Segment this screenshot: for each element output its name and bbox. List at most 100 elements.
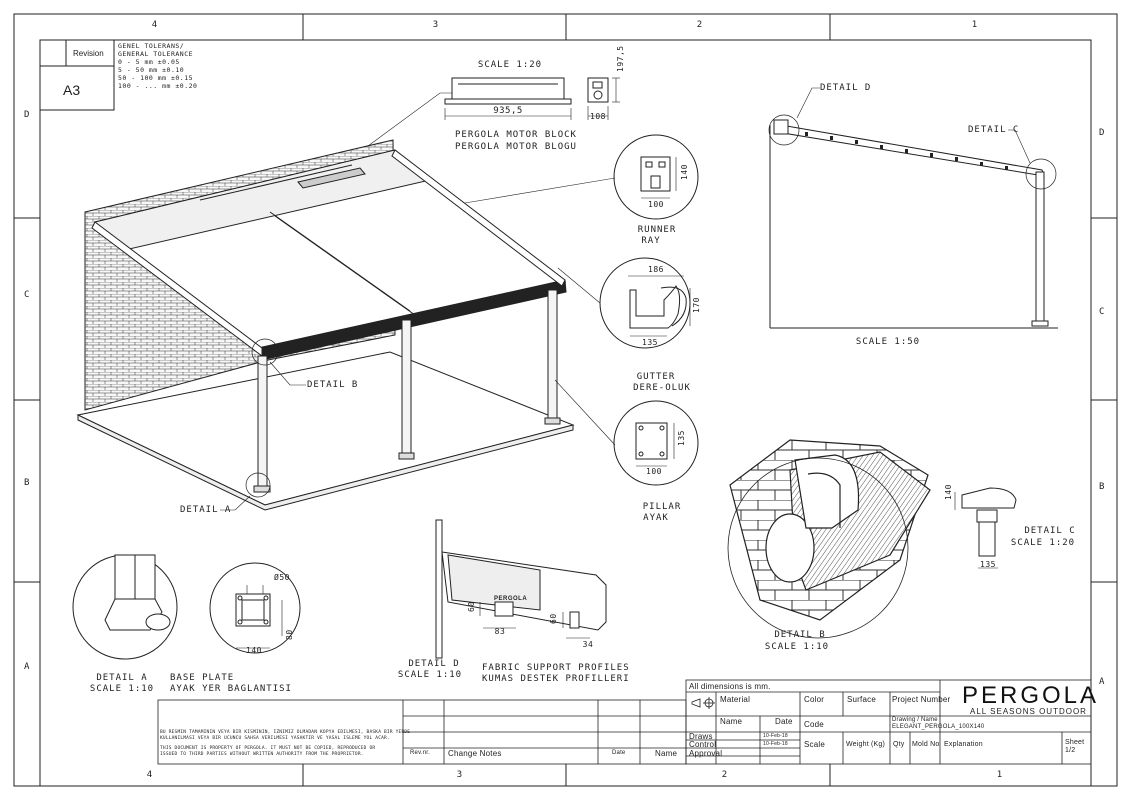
project-number-label: Project Number [892,695,951,704]
control-date: 10-Feb-18 [763,741,788,747]
gutter-height-dimension: 170 [692,297,701,313]
sheet-label: Sheet [1065,739,1085,746]
detail-d-brand-label: PERGOLA [494,596,528,602]
gutter-caption-en: GUTTER [636,372,676,382]
row-label-right-d: D [1099,128,1106,138]
column-label-top-2: 2 [696,20,704,30]
pergola-logo-subtitle: ALL SEASONS OUTDOOR [970,707,1087,716]
notes-name-label: Name [655,749,678,758]
row-label-right-a: A [1099,677,1106,687]
tolerance-line: 5 - 50 mm ±0.10 [118,66,185,74]
motor-block-caption-tr: PERGOLA MOTOR BLOGU [455,142,577,152]
row-label-left-a: A [24,662,31,672]
runner-caption-tr: RAY [641,236,661,246]
motor-block-length-dimension: 935,5 [493,106,523,116]
code-label: Code [804,720,824,729]
detail-d-scale: SCALE 1:10 [397,670,463,680]
motor-block-scale: SCALE 1:20 [477,60,543,70]
drawing-name-label: Drawing / Name [892,717,938,723]
draws-label: Draws [689,732,713,741]
row-label-left-c: C [24,290,31,300]
detail-d-dimension-60-left: 60 [467,601,476,612]
revision-number-label: Rev.nr. [410,750,430,756]
detail-b-title: DETAIL B [774,630,826,640]
detail-d-dimension-34: 34 [582,640,594,649]
main-view-detail-b-label: DETAIL B [307,380,359,390]
motor-block-width-dimension: 108 [590,112,606,121]
detail-b-scale: SCALE 1:10 [764,642,830,652]
tolerance-line: 100 - ... mm ±0.20 [118,82,198,90]
legal-notice-en-line-1: THIS DOCUMENT IS PROPERTY OF PERGOLA. IT… [160,746,376,751]
tolerance-line: 0 - 5 mm ±0.05 [118,58,180,66]
detail-a-diameter-dimension: Ø50 [274,573,290,582]
column-label-top-3: 3 [432,20,440,30]
detail-a-caption-en: BASE PLATE [170,673,235,683]
legal-notice-tr-line-2: KULLANILMASI VEYA BIR UCUNCU SAHSA VERIL… [160,736,390,741]
legal-notice-tr-line-1: BU RESMIN TAMAMININ VEYA BIR KISMININ, I… [160,730,411,735]
side-view-detail-d-label: DETAIL D [820,83,872,93]
color-label: Color [804,695,825,704]
detail-d-caption-tr: KUMAS DESTEK PROFILLERI [482,674,630,684]
surface-label: Surface [847,695,876,704]
material-label: Material [720,695,751,704]
detail-a-caption-tr: AYAK YER BAGLANTISI [170,684,292,694]
column-label-bottom-1: 1 [996,770,1004,780]
tolerance-line: GENERAL TOLERANCE [118,50,194,58]
column-label-top-1: 1 [971,20,979,30]
column-label-bottom-3: 3 [456,770,464,780]
row-label-left-d: D [24,110,31,120]
detail-a-scale: SCALE 1:10 [89,684,155,694]
motor-block-height-dimension: 197,5 [616,45,625,72]
scale-label: Scale [804,740,826,749]
change-notes-label: Change Notes [448,749,502,758]
pillar-caption-en: PILLAR [642,502,682,512]
pillar-width-dimension: 100 [646,467,662,476]
row-label-left-b: B [24,478,31,488]
column-label-top-4: 4 [151,20,159,30]
detail-c-height-dimension: 140 [944,484,953,500]
motor-block-caption-en: PERGOLA MOTOR BLOCK [455,130,577,140]
side-view-scale: SCALE 1:50 [855,337,921,347]
gutter-top-dimension: 186 [648,265,664,274]
notes-date-label: Date [612,750,626,756]
draws-date: 10-Feb-18 [763,733,788,739]
detail-d-title: DETAIL D [408,659,460,669]
row-label-right-b: B [1099,482,1106,492]
detail-c-scale: SCALE 1:20 [1010,538,1076,548]
tolerance-line: 50 - 100 mm ±0.15 [118,74,194,82]
qty-label: Qty [893,741,905,748]
pergola-logo: PERGOLA [962,682,1100,709]
tolerance-line: GENEL TOLERANS/ [118,42,185,50]
column-label-bottom-4: 4 [146,770,154,780]
name-column-label: Name [720,717,743,726]
runner-caption-en: RUNNER [637,225,677,235]
column-label-bottom-2: 2 [721,770,729,780]
control-label: Control [689,740,717,749]
sheet-value: 1/2 [1065,747,1076,754]
pillar-height-dimension: 135 [677,430,686,446]
side-view-detail-c-label: DETAIL C [968,125,1020,135]
runner-width-dimension: 100 [648,200,664,209]
date-column-label: Date [775,717,793,726]
main-view-detail-a-label: DETAIL A [180,505,232,515]
legal-notice-en-line-2: ISSUED TO THIRD PARTIES WITHOUT WRITTEN … [160,752,364,757]
detail-c-title: DETAIL C [1024,526,1076,536]
detail-d-dimension-60-right: 60 [549,613,558,624]
detail-d-caption-en: FABRIC SUPPORT PROFILES [482,663,630,673]
detail-c-width-dimension: 135 [980,560,996,569]
weight-label: Weight (Kg) [846,741,886,748]
tolerance-list: GENEL TOLERANS/ GENERAL TOLERANCE 0 - 5 … [118,42,197,90]
detail-a-height-dimension: 80 [285,629,294,640]
mold-no-label: Mold No [912,741,940,748]
detail-d-dimension-83: 83 [494,627,506,636]
all-dimensions-note: All dimensions is mm. [689,682,771,691]
row-label-right-c: C [1099,307,1106,317]
revision-label: Revision [73,49,104,58]
sheet-size: A3 [63,82,81,98]
gutter-caption-tr: DERE-OLUK [633,383,691,393]
detail-a-width-dimension: 140 [246,646,262,655]
explanation-label: Explanation [944,741,983,748]
drawing-name-value: ELEGANT_PERGOLA_100X140 [892,724,985,730]
pillar-caption-tr: AYAK [643,513,669,523]
